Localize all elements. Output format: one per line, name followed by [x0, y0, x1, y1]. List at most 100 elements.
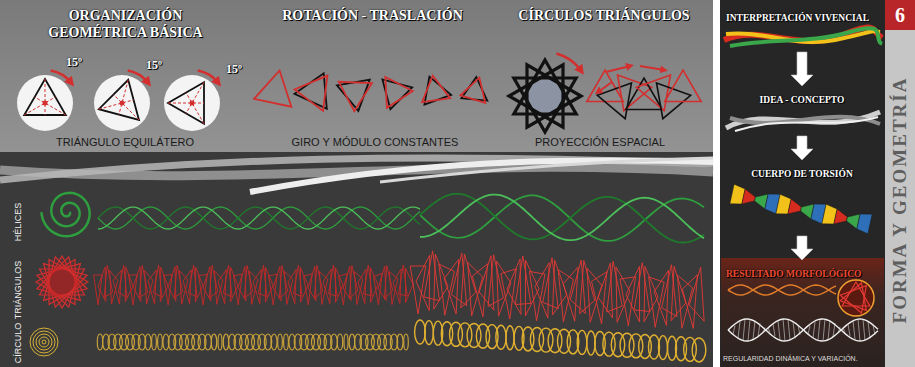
- ring: [506, 326, 514, 350]
- rotated-triangle: [339, 82, 372, 111]
- process-stage: CUERPO DE TORSIÓN: [721, 160, 883, 236]
- ring: [278, 334, 283, 350]
- result-rung: [748, 319, 750, 341]
- triangle-sequence: [543, 258, 558, 309]
- ring: [284, 334, 289, 350]
- rotation-arrow: [556, 53, 581, 70]
- triangle-sequence: [174, 265, 183, 298]
- triangle-sequence: [488, 255, 503, 307]
- ring: [496, 325, 506, 349]
- base-circle: [164, 75, 220, 131]
- median-line: [186, 93, 204, 124]
- triangle-sequence: [279, 265, 287, 298]
- triangle-sequence: [649, 277, 665, 327]
- base-circle: [17, 75, 73, 131]
- stage-title: INTERPRETACIÓN VIVENCIAL: [726, 12, 869, 24]
- star-triangle: [527, 65, 581, 127]
- result-rung: [828, 320, 830, 340]
- section-caption: PROYECCIÓN ESPACIAL: [500, 136, 700, 148]
- ring: [344, 334, 348, 350]
- triangle-sequence: [607, 261, 623, 312]
- ring: [158, 334, 163, 350]
- process-stage: IDEA - CONCEPTO: [721, 86, 883, 136]
- triangle-sequence: [314, 265, 322, 298]
- ring: [218, 334, 222, 350]
- result-rung: [813, 322, 815, 338]
- direction-arrow: [606, 66, 630, 72]
- torsion-body: [788, 199, 802, 214]
- triangle-sequence: [349, 266, 357, 299]
- triangle-sequence: [218, 270, 226, 304]
- swoosh: [250, 160, 713, 192]
- result-helix: [728, 319, 878, 341]
- process-stage: INTERPRETACIÓN VIVENCIAL: [721, 4, 883, 52]
- median-line: [99, 100, 134, 109]
- concentric-circle: [39, 337, 49, 347]
- rotated-triangle: [385, 77, 412, 108]
- process-panel: [720, 0, 885, 367]
- ring: [425, 321, 434, 345]
- ring: [337, 334, 342, 350]
- torsion-body: [834, 209, 848, 224]
- triangle-sequence: [209, 265, 218, 298]
- triangle-sequence: [634, 263, 650, 312]
- result-rung: [773, 324, 775, 337]
- result-rung: [868, 321, 870, 338]
- result-triangle: [840, 286, 866, 313]
- triangle-sequence: [139, 265, 148, 297]
- rotated-triangle: [422, 76, 450, 102]
- triangle-sequence: [598, 263, 612, 318]
- median-line: [45, 79, 46, 115]
- side-band: [885, 30, 915, 367]
- flow-arrow: [791, 136, 813, 160]
- concentric-circle: [42, 340, 46, 344]
- ring: [577, 330, 587, 354]
- direction-arrow: [598, 82, 612, 92]
- result-rung: [808, 326, 810, 334]
- section-heading: CÍRCULOS TRIÁNGULOS: [498, 7, 710, 24]
- concept-swoosh: [735, 117, 878, 131]
- stage-title: IDEA - CONCEPTO: [760, 94, 845, 106]
- triangle-sequence: [689, 267, 704, 321]
- triangle-sequence: [563, 267, 578, 321]
- median-line: [119, 80, 128, 115]
- torsion-body: [857, 214, 872, 234]
- swoosh: [380, 158, 713, 182]
- concentric-circle: [36, 334, 52, 350]
- helix-spiral: [41, 193, 89, 236]
- helix-strand: [420, 195, 704, 241]
- ring: [271, 334, 277, 350]
- equilateral-triangle: [168, 82, 204, 124]
- direction-arrow: [640, 66, 664, 70]
- stage-title: CUERPO DE TORSIÓN: [751, 168, 853, 180]
- concentric-circle: [33, 331, 55, 353]
- triangle-sequence: [410, 266, 426, 314]
- result-rung: [793, 322, 795, 339]
- upper-panel: [0, 0, 713, 152]
- helix-strand: [98, 207, 420, 229]
- number-box: [885, 0, 915, 30]
- rotated-triangle: [254, 70, 291, 106]
- triangle-sequence: [626, 267, 640, 322]
- ring: [205, 334, 212, 350]
- result-rung: [788, 319, 790, 340]
- triangle-sequence: [104, 265, 113, 297]
- result-helix: [728, 319, 878, 341]
- triangle-sequence: [110, 270, 118, 304]
- center-dot: [190, 101, 195, 106]
- rotation-arrow: [198, 71, 218, 83]
- stage-title: RESULTADO MORFOLÓGICO: [726, 268, 861, 280]
- projection-triangle: [636, 75, 670, 111]
- triangle-sequence: [444, 259, 459, 314]
- triangle-sequence: [148, 270, 156, 304]
- angle-label: 15º: [146, 58, 162, 73]
- angle-label: 15º: [226, 62, 242, 77]
- ring: [145, 334, 151, 350]
- triangle-sequence: [451, 253, 466, 306]
- ring: [397, 334, 403, 350]
- base-circle: [94, 75, 150, 131]
- triangle-cluster: [44, 257, 87, 300]
- result-rung: [738, 322, 740, 338]
- row-label: HÉLICES: [13, 203, 23, 242]
